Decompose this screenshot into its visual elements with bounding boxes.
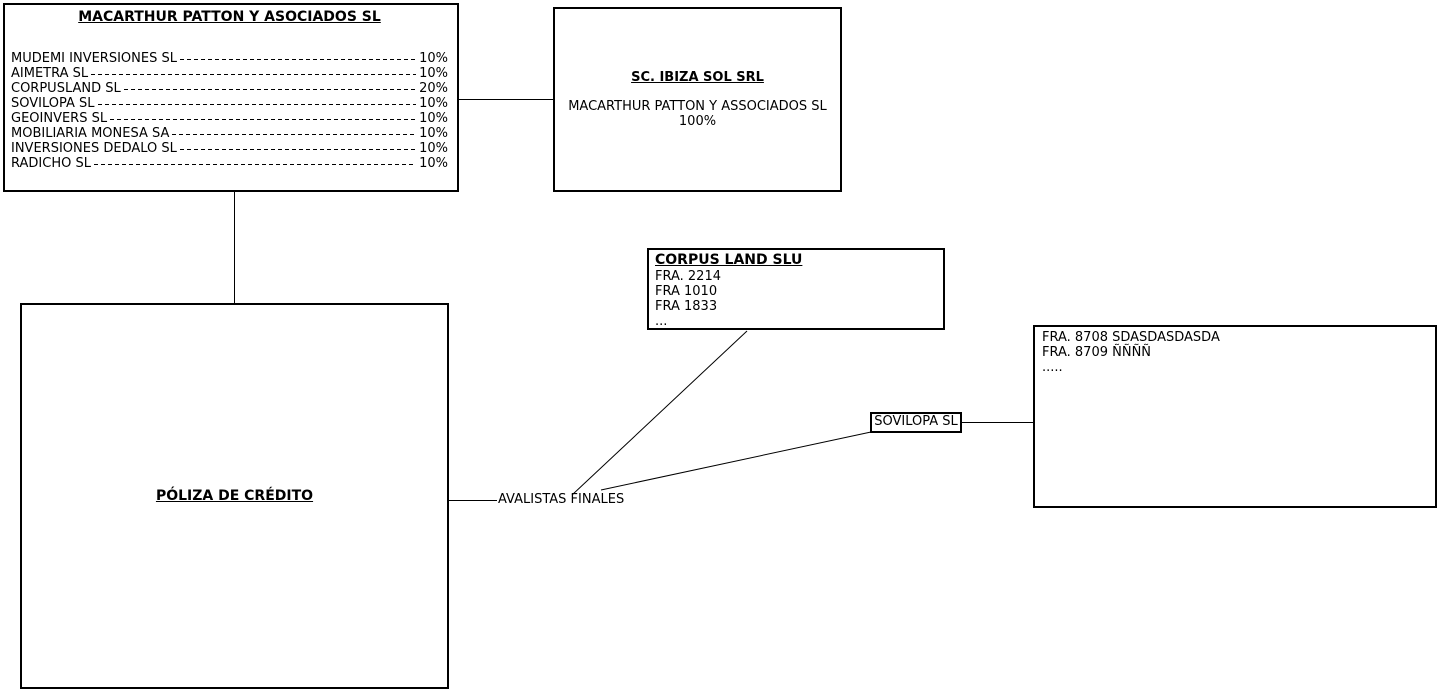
shareholder-name: AIMETRA SL: [11, 66, 89, 81]
sovilopa-box-label: SOVILOPA SL: [874, 414, 958, 429]
shareholder-percent: 10%: [419, 111, 448, 126]
shareholder-name: INVERSIONES DEDALO SL: [11, 141, 177, 156]
shareholder-percent: 10%: [419, 156, 448, 171]
shareholder-row: CORPUSLAND SL 20%: [11, 81, 448, 96]
shareholder-name: RADICHO SL: [11, 156, 91, 171]
shareholder-row: AIMETRA SL 10%: [11, 66, 448, 81]
ibiza-owner: MACARTHUR PATTON Y ASSOCIADOS SL: [568, 99, 827, 114]
ibiza-box: SC. IBIZA SOL SRL MACARTHUR PATTON Y ASS…: [553, 7, 842, 192]
shareholder-name: MUDEMI INVERSIONES SL: [11, 51, 177, 66]
invoice-line: FRA 1010: [655, 284, 718, 299]
invoice-line: FRA. 8709 ÑÑÑÑ: [1042, 345, 1152, 360]
dash-leader: [93, 164, 417, 165]
shareholder-percent: 10%: [419, 66, 448, 81]
invoice-line: ...: [655, 314, 668, 329]
connector-avalistas-sovilopa: [600, 431, 872, 491]
poliza-credito-box: PÓLIZA DE CRÉDITO: [20, 303, 449, 689]
shareholder-row: MOBILIARIA MONESA SA 10%: [11, 126, 448, 141]
shareholder-row: INVERSIONES DEDALO SL 10%: [11, 141, 448, 156]
shareholder-list: MUDEMI INVERSIONES SL 10% AIMETRA SL 10%…: [11, 51, 448, 171]
shareholder-row: MUDEMI INVERSIONES SL 10%: [11, 51, 448, 66]
dash-leader: [179, 59, 417, 60]
macarthur-shareholders-box: MACARTHUR PATTON Y ASOCIADOS SL MUDEMI I…: [3, 3, 459, 192]
dash-leader: [110, 119, 417, 120]
fra-invoice-list: FRA. 8708 SDASDASDASDA FRA. 8709 ÑÑÑÑ ..…: [1042, 330, 1428, 375]
shareholder-percent: 10%: [419, 51, 448, 66]
dash-leader: [123, 89, 417, 90]
dash-leader: [91, 74, 417, 75]
poliza-box-title: PÓLIZA DE CRÉDITO: [155, 488, 314, 504]
invoice-line: FRA 1833: [655, 299, 718, 314]
ibiza-ownership-percent: 100%: [678, 114, 717, 129]
invoice-line: FRA. 2214: [655, 269, 721, 284]
connector-avalistas-corpus: [571, 330, 748, 496]
dash-leader: [97, 104, 417, 105]
corpus-land-box: CORPUS LAND SLU FRA. 2214 FRA 1010 FRA 1…: [647, 248, 945, 330]
shareholder-percent: 10%: [419, 96, 448, 111]
fra-invoices-box: FRA. 8708 SDASDASDASDA FRA. 8709 ÑÑÑÑ ..…: [1033, 325, 1437, 508]
shareholder-name: SOVILOPA SL: [11, 96, 95, 111]
shareholder-percent: 10%: [419, 126, 448, 141]
dash-leader: [172, 134, 417, 135]
shareholder-percent: 10%: [419, 141, 448, 156]
invoice-line: .....: [1042, 360, 1063, 375]
shareholder-row: RADICHO SL 10%: [11, 156, 448, 171]
ibiza-box-title: SC. IBIZA SOL SRL: [631, 70, 764, 85]
invoice-line: FRA. 8708 SDASDASDASDA: [1042, 330, 1220, 345]
shareholder-name: CORPUSLAND SL: [11, 81, 121, 96]
macarthur-box-title: MACARTHUR PATTON Y ASOCIADOS SL: [78, 9, 381, 25]
corpus-invoice-list: FRA. 2214 FRA 1010 FRA 1833 ...: [655, 269, 937, 329]
corpus-land-box-title: CORPUS LAND SLU: [655, 252, 803, 268]
avalistas-finales-label: AVALISTAS FINALES: [498, 492, 625, 507]
shareholder-name: MOBILIARIA MONESA SA: [11, 126, 170, 141]
shareholder-percent: 20%: [419, 81, 448, 96]
shareholder-row: SOVILOPA SL 10%: [11, 96, 448, 111]
shareholder-row: GEOINVERS SL 10%: [11, 111, 448, 126]
dash-leader: [179, 149, 417, 150]
sovilopa-box: SOVILOPA SL: [870, 412, 962, 433]
shareholder-name: GEOINVERS SL: [11, 111, 108, 126]
